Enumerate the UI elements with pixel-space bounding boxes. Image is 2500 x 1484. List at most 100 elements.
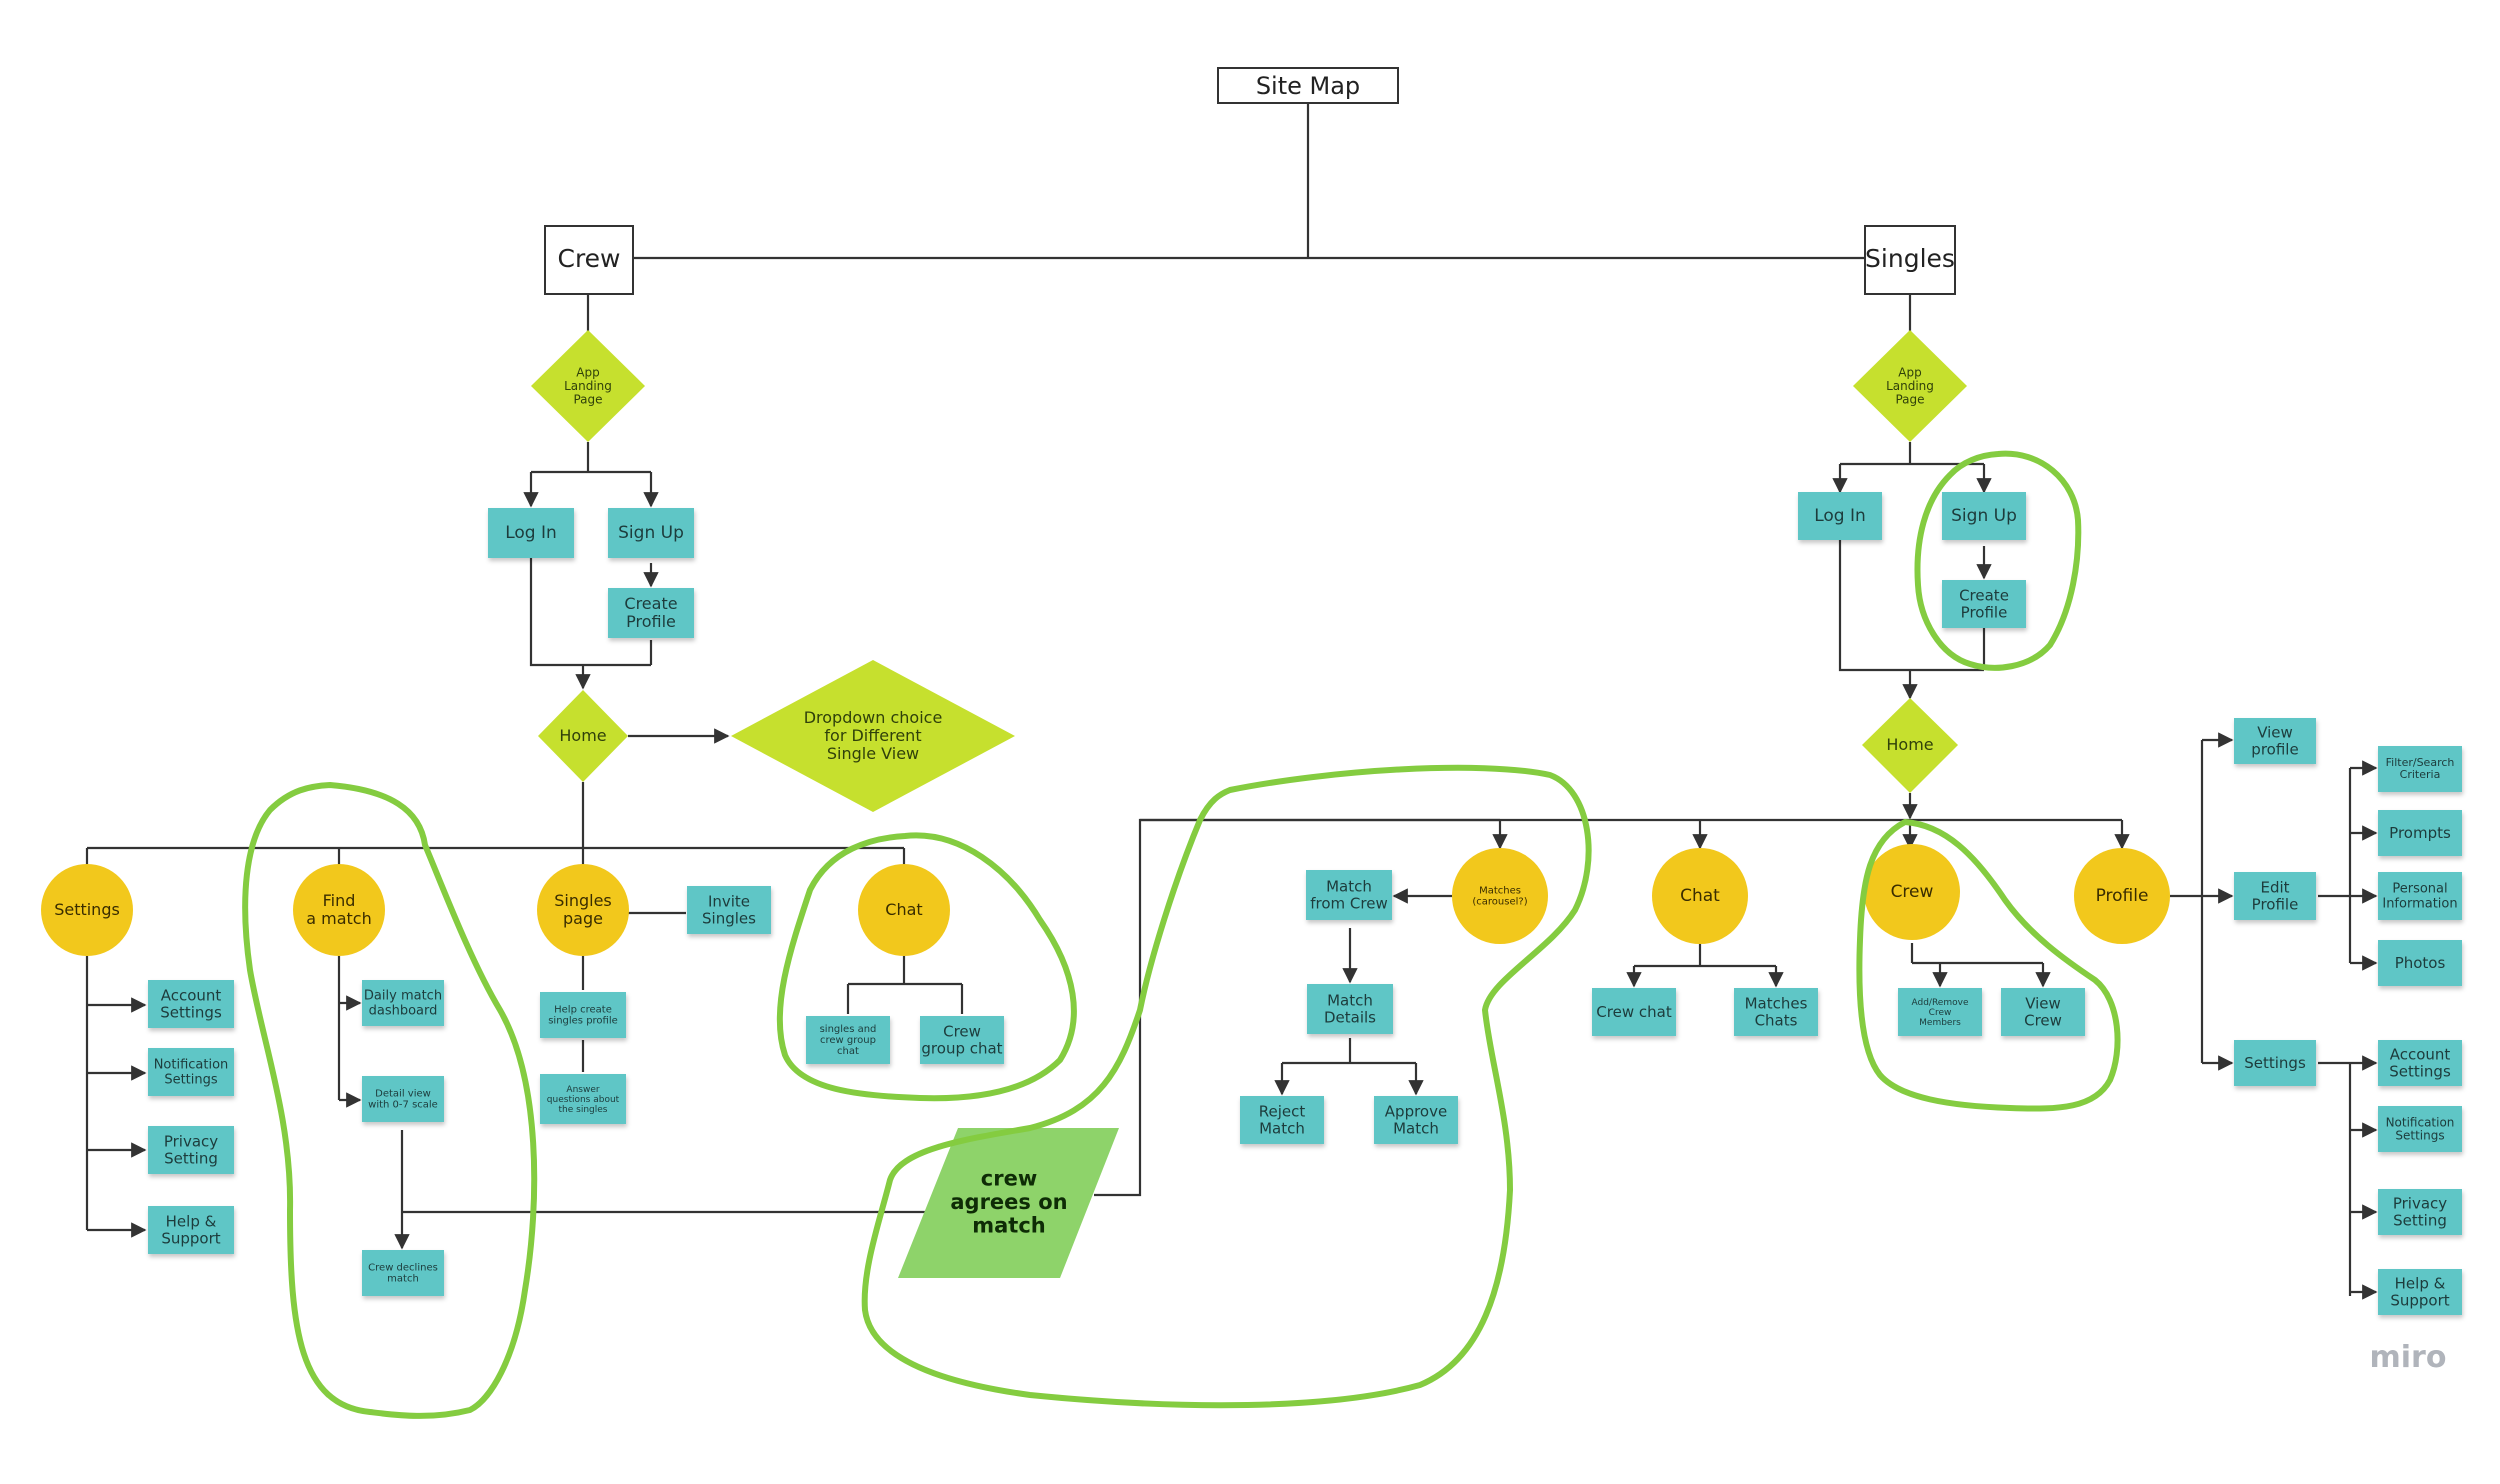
text-line: singles profile: [548, 1016, 618, 1027]
text-line: Add/Remove: [1912, 997, 1969, 1007]
text-line: Landing: [564, 379, 612, 393]
text-line: Crew declines: [368, 1262, 438, 1273]
singles-crew-circle: Crew: [1864, 844, 1960, 940]
photos-note: Photos: [2378, 940, 2462, 986]
text-line: Create: [1959, 586, 2009, 604]
text-line: Notification: [2386, 1115, 2455, 1129]
text-line: Matches: [1479, 885, 1521, 896]
text-line: questions about: [547, 1095, 620, 1105]
text-line: Support: [161, 1229, 220, 1247]
text-line: chat: [837, 1046, 859, 1057]
text-line: match: [972, 1214, 1046, 1238]
text-line: Crew: [2024, 1011, 2062, 1029]
text-line: Privacy: [2393, 1194, 2447, 1212]
text-line: Photos: [2395, 954, 2446, 972]
text-line: Criteria: [2400, 768, 2441, 781]
text-line: Crew chat: [1596, 1003, 1672, 1021]
hand-drawn-highlights: [242, 450, 2121, 1419]
text-line: Log In: [505, 523, 557, 543]
text-line: Match: [1327, 991, 1373, 1009]
text-line: Edit: [2260, 878, 2289, 896]
text-line: Detail view: [375, 1088, 431, 1099]
text-line: App: [576, 365, 599, 379]
profile-circle: Profile: [2074, 848, 2170, 944]
text-line: Create: [624, 594, 677, 613]
crew-chat-circle: Chat: [858, 864, 950, 956]
text-line: Chat: [885, 900, 922, 919]
singles-login-note: Log In: [1798, 492, 1882, 540]
text-line: Landing: [1886, 379, 1934, 393]
text-line: Profile: [2252, 895, 2299, 913]
text-line: Invite: [708, 892, 750, 910]
svg-text:Sign Up: Sign Up: [1951, 506, 2017, 526]
text-line: for Different: [824, 726, 921, 745]
text-line: Chats: [1755, 1011, 1798, 1029]
crew-home-diamond: Home: [538, 690, 628, 782]
text-line: Sign Up: [618, 523, 684, 543]
svg-text:Home: Home: [559, 726, 606, 745]
svg-text:Crew: Crew: [1891, 882, 1934, 902]
svg-text:Sign Up: Sign Up: [618, 523, 684, 543]
text-line: Home: [1886, 735, 1933, 754]
text-line: Help create: [554, 1004, 612, 1015]
text-line: Page: [1895, 392, 1924, 406]
text-line: View: [2025, 994, 2061, 1012]
text-line: Personal: [2392, 881, 2447, 896]
title-node: Site Map: [1217, 67, 1399, 104]
crew-signup-note: Sign Up: [608, 508, 694, 558]
text-line: Setting: [2393, 1211, 2447, 1229]
crew-settings-circle: Settings: [41, 864, 133, 956]
svg-text:Home: Home: [1886, 735, 1933, 754]
text-line: Single View: [827, 743, 919, 762]
watermark-logo: miro: [2370, 1340, 2447, 1375]
text-line: Home: [559, 726, 606, 745]
text-line: Reject: [1259, 1102, 1306, 1120]
matches-circle: Matches(carousel?): [1452, 848, 1548, 944]
text-line: profile: [2251, 740, 2298, 758]
text-line: match: [387, 1274, 419, 1285]
svg-text:Matches(carousel?): Matches(carousel?): [1472, 885, 1527, 907]
crew-header-text: Crew: [557, 244, 620, 273]
singles-chat-circle: Chat: [1652, 848, 1748, 944]
text-line: Crew: [1929, 1008, 1952, 1018]
text-line: Settings: [2244, 1054, 2306, 1072]
svg-text:Settings: Settings: [54, 900, 120, 919]
svg-text:Help &Support: Help &Support: [161, 1212, 220, 1247]
text-line: Sign Up: [1951, 506, 2017, 526]
text-line: crew group: [820, 1035, 876, 1046]
text-line: Daily match: [364, 988, 442, 1003]
text-line: Help &: [166, 1212, 217, 1230]
text-line: Settings: [54, 900, 120, 919]
